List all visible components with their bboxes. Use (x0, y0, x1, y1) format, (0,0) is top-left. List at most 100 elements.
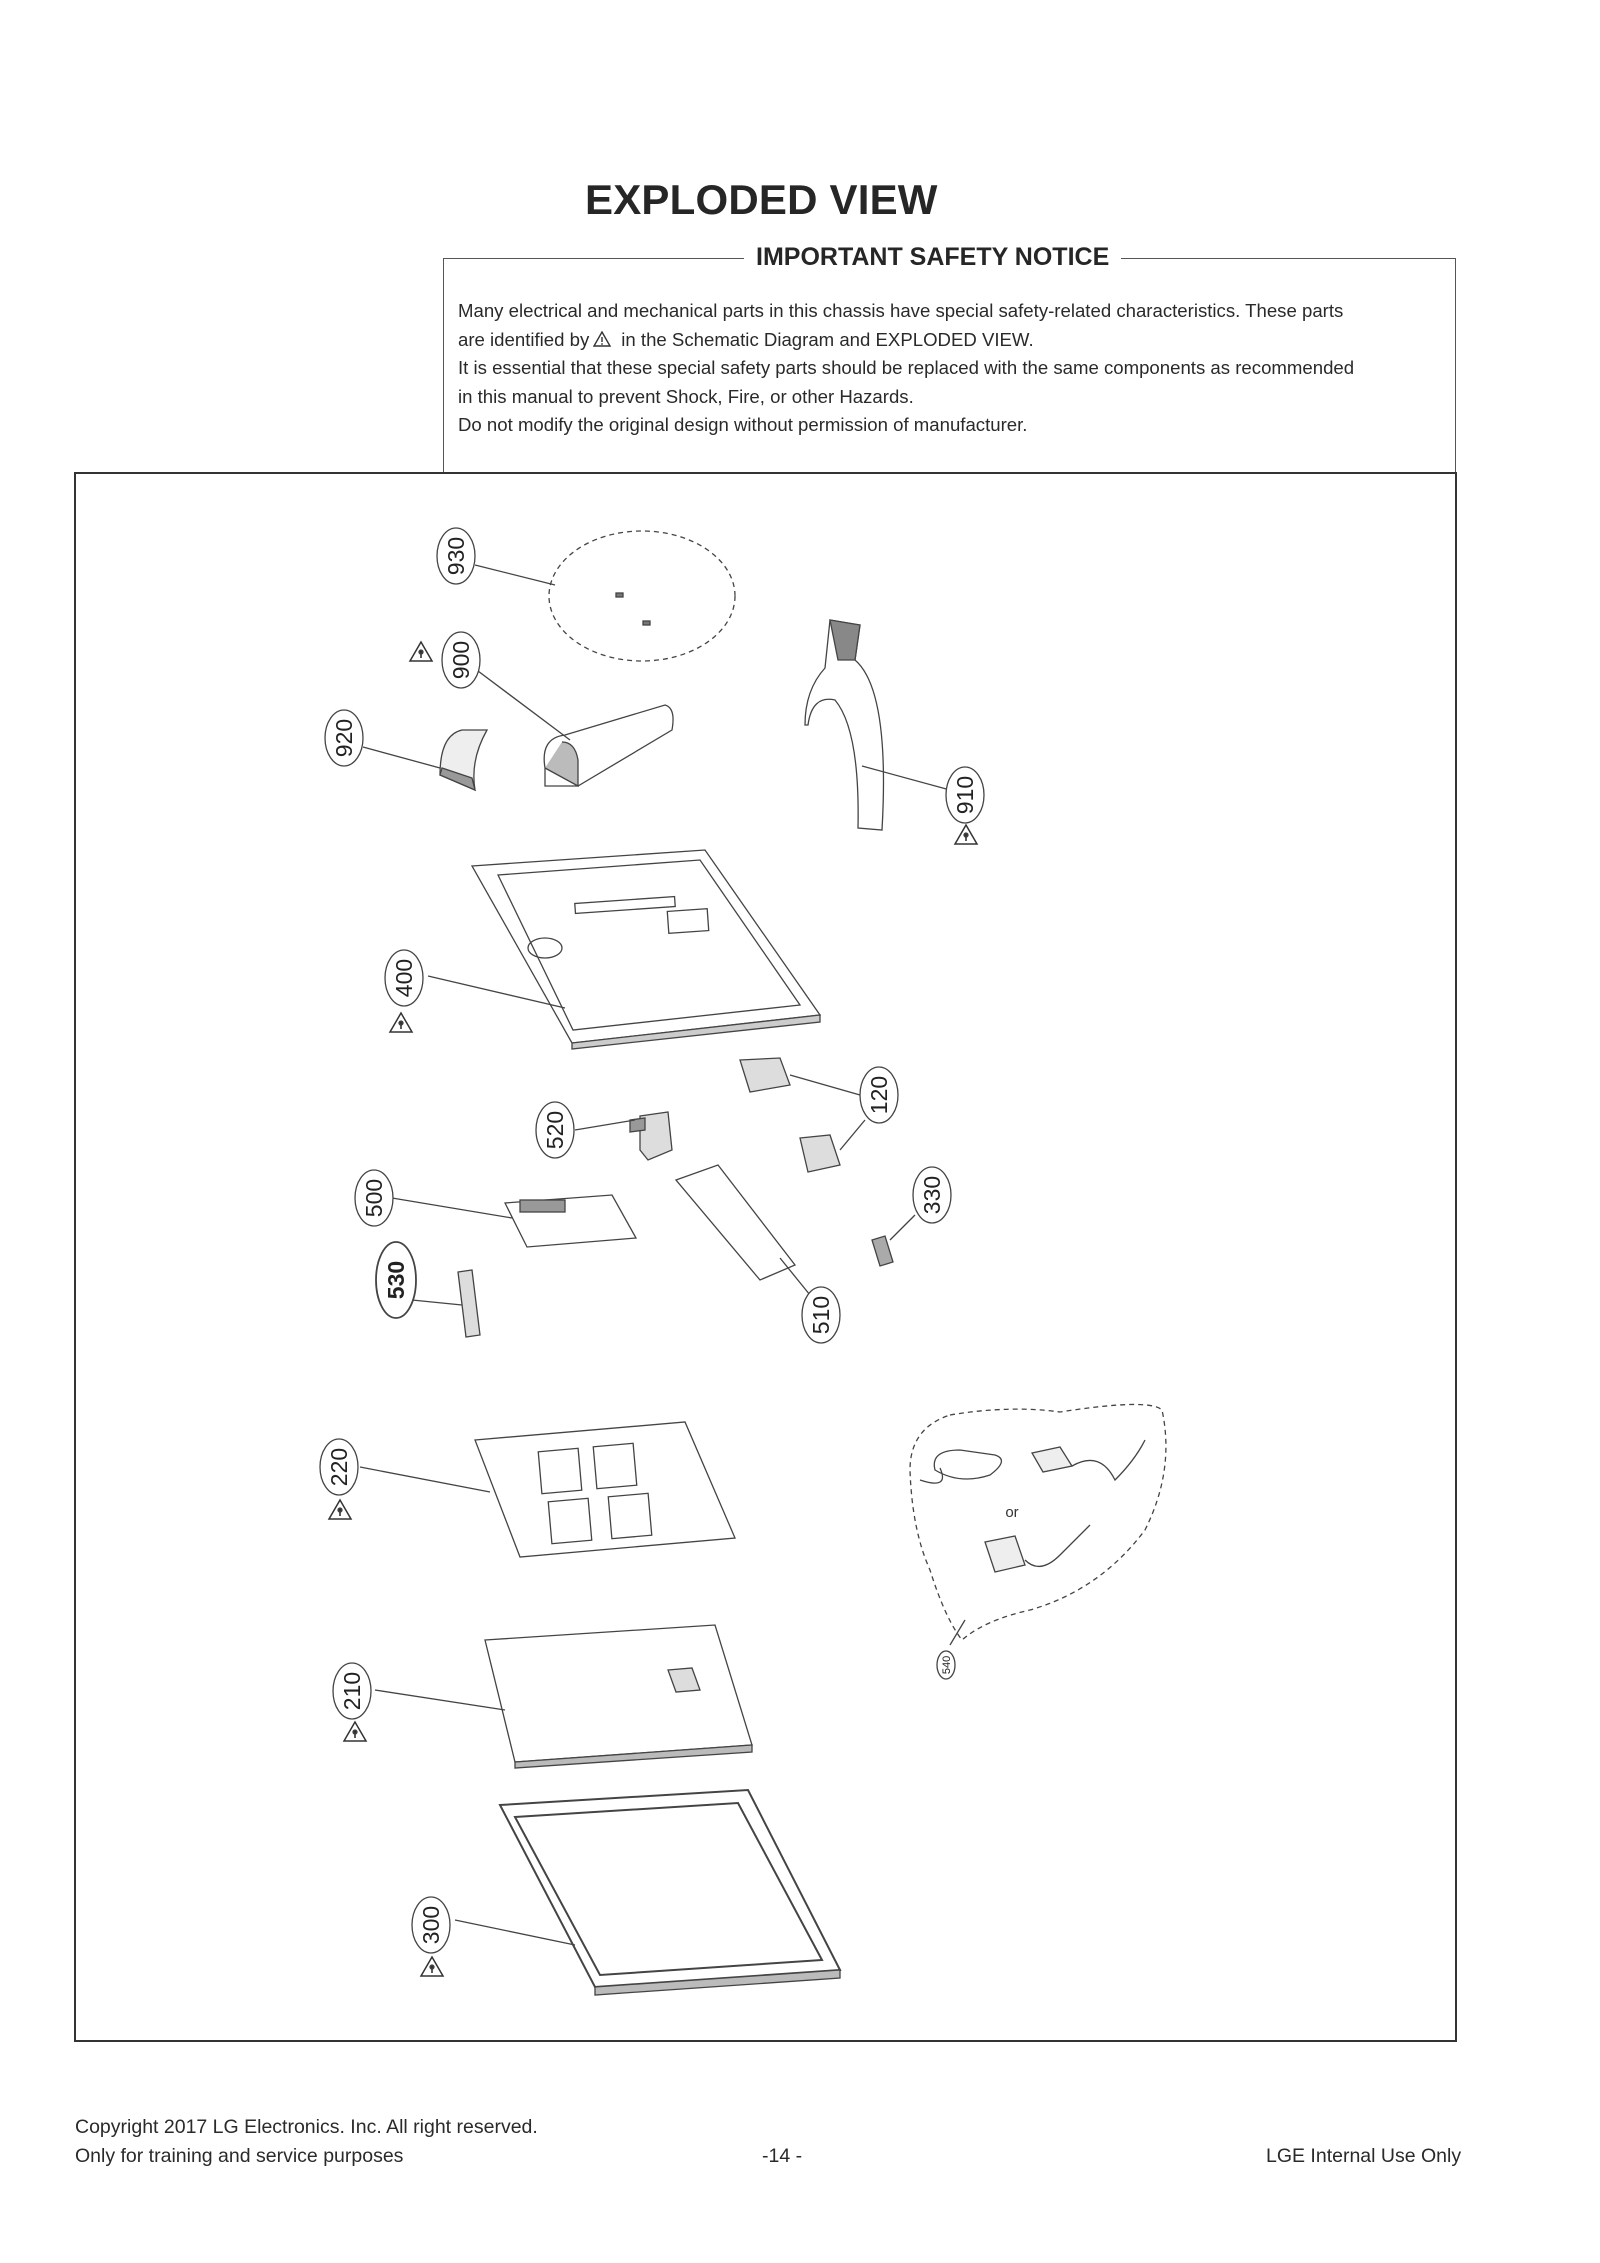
leader-line (391, 1197, 513, 1219)
part-label-910: 910 (945, 766, 985, 824)
leader-line (469, 664, 571, 741)
panel-module-part (484, 1624, 753, 1763)
notice-line-4: in this manual to prevent Shock, Fire, o… (458, 385, 914, 407)
part-label-520: 520 (535, 1101, 575, 1159)
back-cover-part (470, 849, 822, 1044)
part-number-910: 910 (952, 776, 978, 814)
warning-triangle-icon (328, 1499, 352, 1520)
back-cover-logo (527, 937, 563, 959)
part-label-120: 120 (859, 1066, 899, 1124)
chassis-frame-opening (537, 1447, 583, 1495)
front-cabinet-part (594, 1969, 841, 1996)
back-cover-label (666, 907, 710, 935)
part-number-210: 210 (339, 1672, 365, 1710)
chassis-frame-opening (547, 1497, 593, 1545)
screw-group-outline (548, 530, 736, 662)
notice-line-2-start: are identified by (458, 328, 590, 350)
safety-notice-box: IMPORTANT SAFETY NOTICE Many electrical … (443, 243, 1456, 472)
footer-page-number: -14 - (762, 2145, 803, 2167)
part-number-330: 330 (919, 1176, 945, 1214)
footer-copyright: Copyright 2017 LG Electronics. Inc. All … (75, 2116, 538, 2138)
back-cover-part (571, 1014, 821, 1050)
warning-triangle-icon (389, 1012, 413, 1033)
chassis-frame-opening (592, 1442, 638, 1490)
adapter-part (984, 1535, 1026, 1573)
part-label-540: 540 (936, 1650, 956, 1680)
cable-part (1071, 1439, 1146, 1482)
part-label-930: 930 (436, 527, 476, 585)
footer-training: Only for training and service purposes (75, 2145, 404, 2167)
leader-line (779, 1257, 811, 1296)
part-label-300: 300 (411, 1896, 451, 1954)
notice-line-5: Do not modify the original design withou… (458, 414, 1028, 435)
panel-bracket (667, 1667, 701, 1693)
warning-triangle-icon (954, 824, 978, 845)
stand-neck-part (544, 741, 579, 788)
part-number-220: 220 (326, 1448, 352, 1486)
leader-line (949, 1619, 966, 1646)
bracket-part (639, 1111, 673, 1161)
part-number-400: 400 (391, 959, 417, 997)
panel-module-part (514, 1744, 753, 1769)
footer-internal-use: LGE Internal Use Only (1266, 2145, 1462, 2167)
safety-notice-heading: IMPORTANT SAFETY NOTICE (744, 243, 1122, 272)
notice-line-2-end: in the Schematic Diagram and EXPLODED VI… (621, 328, 1034, 350)
key-board-part (871, 1235, 894, 1267)
part-number-520: 520 (542, 1111, 568, 1149)
part-number-300: 300 (418, 1906, 444, 1944)
front-cabinet-part (513, 1801, 824, 1977)
part-number-900: 900 (448, 641, 474, 679)
part-number-120: 120 (866, 1076, 892, 1114)
speaker-part (739, 1057, 791, 1093)
leader-line (411, 1299, 463, 1306)
back-cover-slot (574, 895, 676, 915)
bracket-part (629, 1117, 646, 1133)
warning-triangle-icon (409, 641, 433, 662)
leader-line (474, 564, 556, 586)
part-label-210: 210 (332, 1662, 372, 1720)
notice-line-1: Many electrical and mechanical parts in … (458, 300, 1344, 321)
cable-part (1024, 1524, 1091, 1567)
exploded-view-frame (74, 472, 1457, 2042)
screw-part (642, 620, 651, 626)
stand-base-part (829, 619, 861, 661)
leader-line (861, 765, 951, 791)
part-label-220: 220 (319, 1438, 359, 1496)
notice-line-3: It is essential that these special safet… (458, 357, 1355, 378)
leader-line (454, 1919, 576, 1946)
front-cabinet-part (498, 1788, 842, 1989)
page-title: EXPLODED VIEW (585, 176, 938, 223)
speaker-part (799, 1134, 841, 1173)
neck-cover-part (439, 767, 476, 792)
part-number-930: 930 (443, 537, 469, 575)
part-label-500: 500 (354, 1169, 394, 1227)
warning-triangle-icon (420, 1956, 444, 1977)
chassis-frame-opening (607, 1492, 653, 1540)
cable-part (919, 1449, 1002, 1484)
part-label-510: 510 (801, 1286, 841, 1344)
power-board-part (674, 1164, 797, 1281)
part-number-540: 540 (941, 1656, 953, 1674)
adapter-part (1030, 1446, 1074, 1473)
part-label-920: 920 (324, 709, 364, 767)
leader-line (427, 975, 566, 1009)
notice-line-2: are identified by in the Schematic Diagra… (458, 326, 1444, 355)
part-number-920: 920 (331, 719, 357, 757)
leader-line (359, 1466, 491, 1493)
part-label-900: 900 (441, 631, 481, 689)
warning-triangle-icon (343, 1721, 367, 1742)
part-label-330: 330 (912, 1166, 952, 1224)
leader-line (362, 746, 441, 769)
leader-line (789, 1074, 861, 1096)
main-board-connector (519, 1199, 566, 1213)
leader-line (889, 1214, 916, 1241)
leader-line (574, 1119, 636, 1131)
adapter-group-outline (909, 1403, 1167, 1641)
leader-line (839, 1119, 866, 1151)
safety-notice-text: Many electrical and mechanical parts in … (458, 297, 1444, 440)
screw-part (615, 592, 624, 598)
stand-base-part (804, 619, 885, 831)
back-cover-part (496, 859, 802, 1031)
or-label: or (1005, 1504, 1018, 1521)
